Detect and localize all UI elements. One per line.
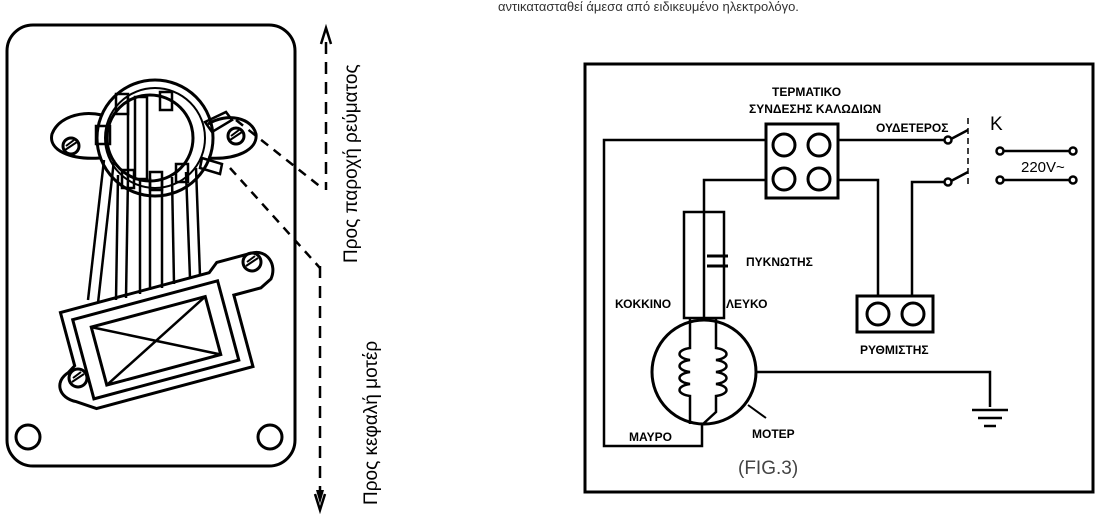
double-pole-switch <box>943 118 1078 188</box>
power-arrow <box>319 23 333 190</box>
motor-arrow <box>313 266 327 515</box>
terminal-block <box>764 122 840 200</box>
capacitor <box>682 210 728 320</box>
black-wire-label: ΜΑΥΡΟ <box>629 430 672 444</box>
to-motor-head-label: Προς κεφαλή μοτέρ <box>361 341 382 505</box>
regulator <box>855 294 935 334</box>
motor-symbol <box>650 318 758 426</box>
capacitor-label: ΠΥΚΝΩΤΗΣ <box>746 255 813 269</box>
instruction-text: αντικατασταθεί άμεσα από ειδικευμένο ηλε… <box>498 0 799 14</box>
neutral-label: ΟΥΔΕΤΕΡΟΣ <box>876 121 948 135</box>
circuit-frame <box>583 62 1095 494</box>
mounting-hole-right <box>256 423 284 451</box>
switch-k-label: K <box>990 114 1003 135</box>
mounting-plate <box>5 23 297 468</box>
white-wire-label: ΛΕΥΚΟ <box>726 297 767 311</box>
motor-head-drawing <box>5 23 323 468</box>
circuit-wires <box>602 138 992 448</box>
to-power-supply-label: Προς παροχή ρεύματος <box>341 64 362 263</box>
figure-caption: (FIG.3) <box>738 458 798 479</box>
regulator-label: ΡΥΘΜΙΣΤΗΣ <box>860 343 929 357</box>
terminal-label-line2: ΣΥΝΔΕΣΗΣ ΚΑΛΩΔΙΩΝ <box>749 102 881 116</box>
terminal-label-line1: ΤΕΡΜΑΤΙΚΟ <box>772 85 841 99</box>
ground-symbol <box>972 408 1008 428</box>
red-wire-label: ΚΟΚΚΙΝΟ <box>615 297 671 311</box>
voltage-label: 220V~ <box>1021 159 1065 176</box>
mounting-hole-left <box>14 423 42 451</box>
motor-label: ΜΟΤΕΡ <box>752 427 795 441</box>
